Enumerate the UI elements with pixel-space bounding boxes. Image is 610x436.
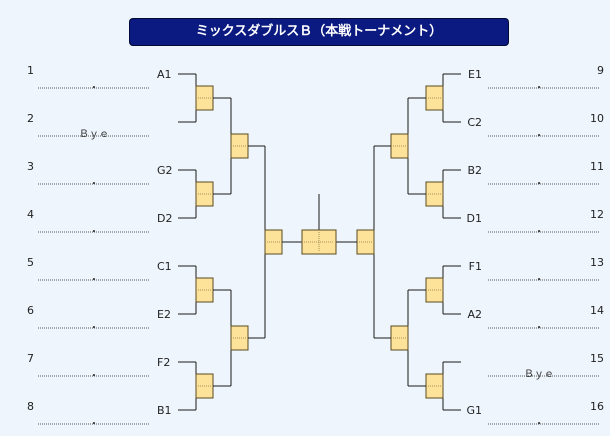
seed-label: G2: [157, 164, 173, 177]
tournament-title: ミックスダブルスＢ（本戦トーナメント）: [130, 19, 508, 45]
slot-number: 2: [27, 112, 34, 125]
seed-label: C2: [467, 116, 482, 129]
slot-number: 13: [590, 256, 604, 269]
seed-label: C1: [157, 260, 172, 273]
bye-label: Ｂｙｅ: [79, 129, 109, 140]
slot-number: 4: [27, 208, 34, 221]
slot-number: 3: [27, 160, 34, 173]
slot-number: 7: [27, 352, 34, 365]
seed-label: A1: [157, 68, 172, 81]
slot-number: 15: [590, 352, 604, 365]
seed-label: A2: [467, 308, 482, 321]
seed-label: B1: [157, 404, 172, 417]
bye-label: Ｂｙｅ: [524, 369, 554, 380]
seed-label: G1: [466, 404, 482, 417]
slot-number: 11: [590, 160, 604, 173]
slot-number: 5: [27, 256, 34, 269]
slot-number: 10: [590, 112, 604, 125]
slot-number: 6: [27, 304, 34, 317]
slot-number: 1: [27, 64, 34, 77]
seed-label: D2: [157, 212, 172, 225]
slot-number: 12: [590, 208, 604, 221]
slot-number: 8: [27, 400, 34, 413]
seed-label: D1: [467, 212, 482, 225]
seed-label: F1: [469, 260, 482, 273]
seed-label: E1: [468, 68, 482, 81]
slot-number: 14: [590, 304, 604, 317]
slot-number: 16: [590, 400, 604, 413]
seed-label: B2: [467, 164, 482, 177]
seed-label: E2: [157, 308, 171, 321]
slot-number: 9: [597, 64, 604, 77]
seed-label: F2: [157, 356, 170, 369]
